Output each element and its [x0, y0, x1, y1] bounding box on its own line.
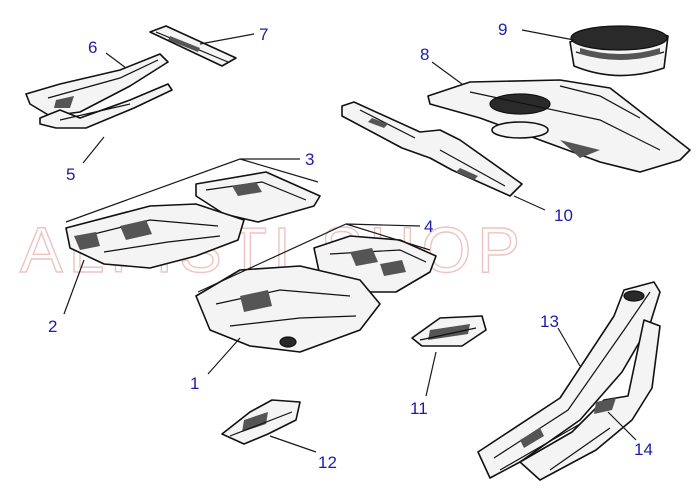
part-3-front-floor-assembly[interactable]: [195, 171, 321, 223]
part-5-curved-strip[interactable]: [39, 83, 173, 129]
callout-12[interactable]: 12: [318, 453, 337, 472]
callout-5[interactable]: 5: [66, 165, 75, 184]
callout-14[interactable]: 14: [634, 440, 653, 459]
callout-10[interactable]: 10: [554, 206, 573, 225]
callout-8[interactable]: 8: [420, 45, 429, 64]
part-1-front-floor-pan[interactable]: [195, 265, 381, 353]
part-6-sill-rail[interactable]: [25, 53, 169, 117]
part-12-bracket[interactable]: [221, 399, 301, 445]
part-11-reinforcement[interactable]: [411, 315, 487, 347]
part-14-rail-reinforcement[interactable]: [519, 319, 661, 481]
callout-7[interactable]: 7: [259, 25, 268, 44]
part-2-left-floor-pan[interactable]: [65, 203, 245, 269]
callout-11[interactable]: 11: [410, 399, 428, 418]
part-8-rear-floor-panel[interactable]: [427, 79, 691, 173]
callout-2[interactable]: 2: [48, 317, 57, 336]
callout-3[interactable]: 3: [305, 150, 314, 169]
callout-9[interactable]: 9: [498, 20, 507, 39]
leader-lines: [63, 29, 637, 453]
part-10-cross-member[interactable]: [341, 101, 523, 197]
callout-13[interactable]: 13: [540, 312, 559, 331]
callout-6[interactable]: 6: [88, 38, 97, 57]
part-9-spare-wheel-tub[interactable]: [569, 25, 669, 77]
callout-1[interactable]: 1: [190, 374, 199, 393]
part-7-channel-section[interactable]: [149, 25, 237, 67]
part-13-chassis-rail[interactable]: [477, 281, 661, 479]
callout-4[interactable]: 4: [424, 217, 433, 236]
